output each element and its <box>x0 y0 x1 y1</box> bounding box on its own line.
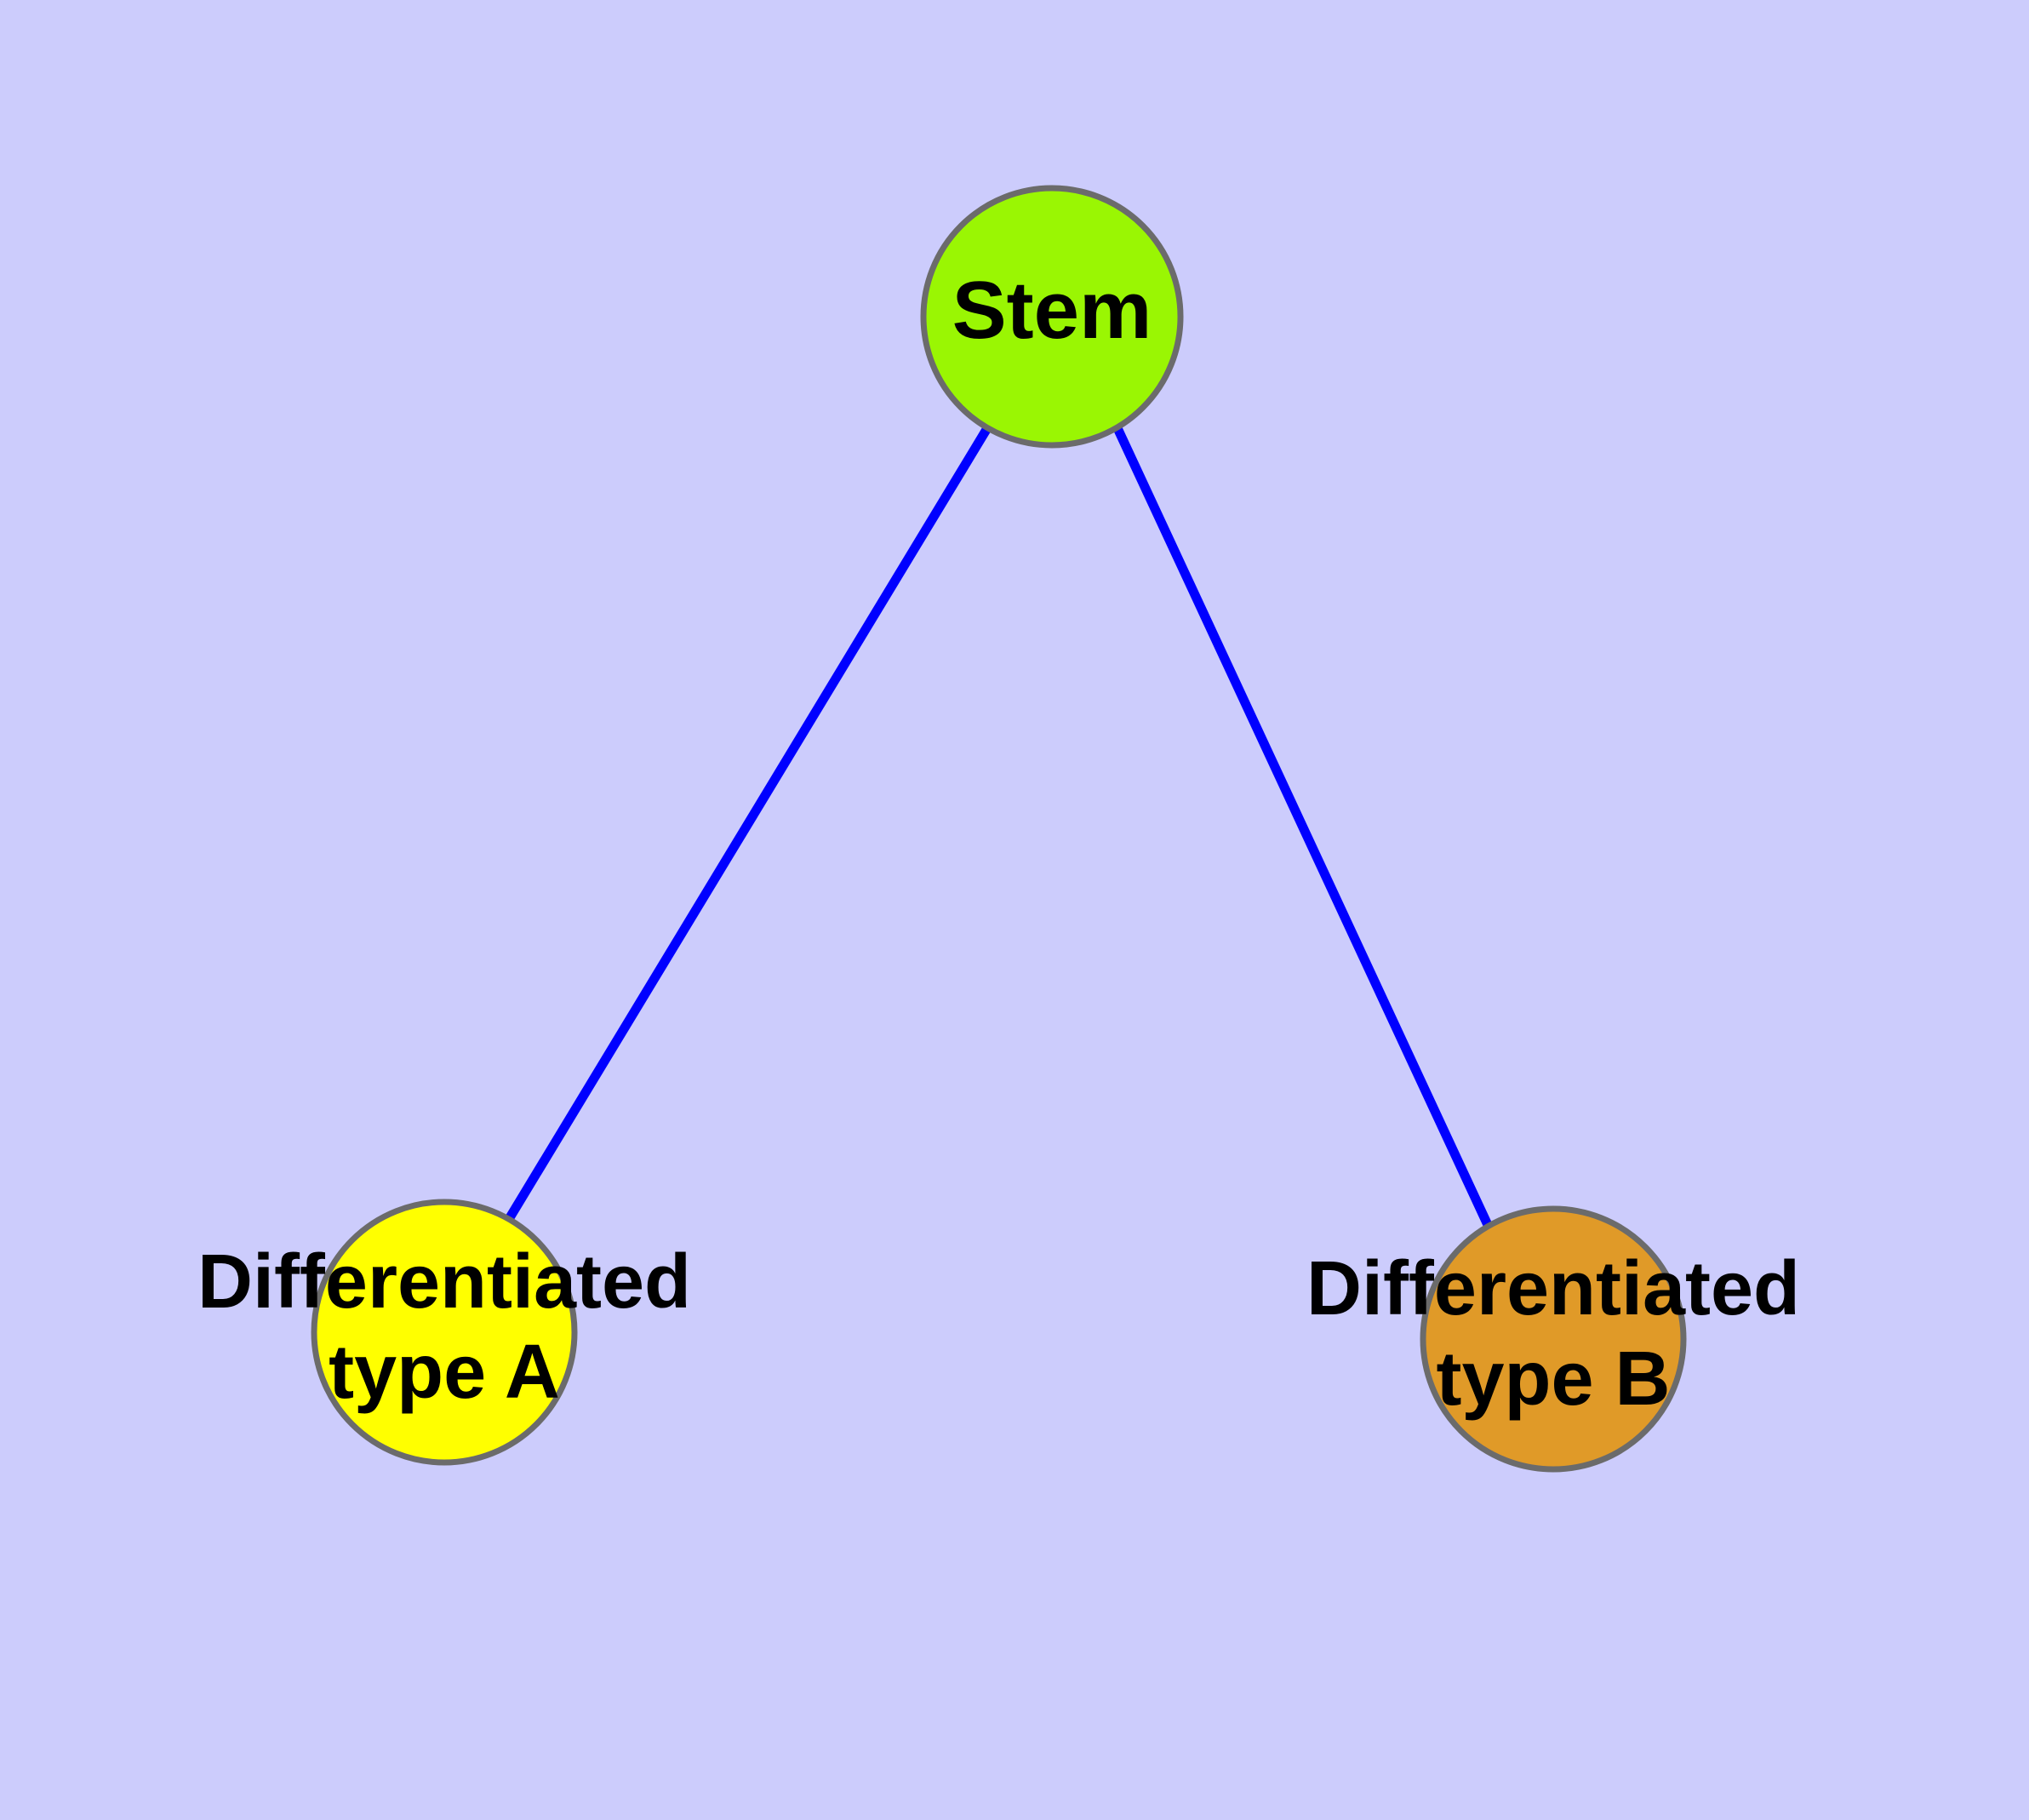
node-label-line: Stem <box>952 265 1152 356</box>
edge-stem-to-diff-b[interactable] <box>1113 426 1493 1229</box>
node-label-line: Differentiated <box>197 1239 691 1325</box>
node-stem-label: Stem <box>952 265 1152 356</box>
node-diff-b-circle[interactable] <box>1420 1205 1687 1473</box>
node-layer <box>311 185 1687 1473</box>
node-label-line: type A <box>329 1330 560 1415</box>
edge-stem-to-diff-a[interactable] <box>505 426 992 1222</box>
edge-layer <box>505 426 1493 1229</box>
node-label-line: type B <box>1436 1336 1670 1422</box>
node-stem-circle[interactable] <box>920 185 1184 449</box>
node-diff-a-circle[interactable] <box>311 1199 578 1466</box>
node-label-line: Differentiated <box>1306 1246 1800 1331</box>
